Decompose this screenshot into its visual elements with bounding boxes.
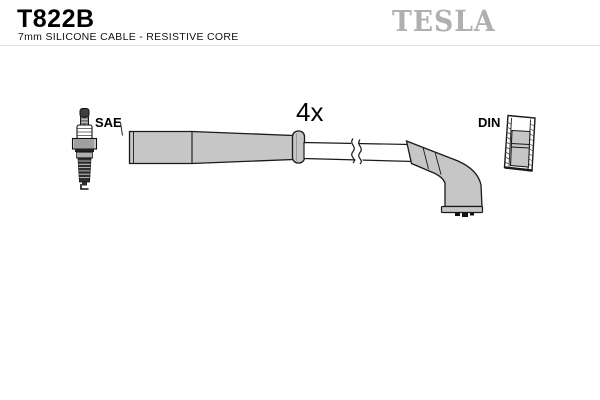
din-connector-illustration bbox=[503, 114, 536, 172]
spark-plug-illustration bbox=[71, 108, 98, 190]
header-divider bbox=[0, 45, 600, 46]
tesla-logo: TESLA bbox=[392, 4, 496, 38]
din-label: DIN bbox=[478, 115, 500, 130]
cable-illustration bbox=[303, 138, 415, 165]
product-subtitle: 7mm SILICONE CABLE - RESISTIVE CORE bbox=[18, 31, 239, 43]
quantity-label: 4x bbox=[296, 97, 323, 127]
straight-boot-illustration bbox=[120, 122, 306, 165]
sae-label: SAE bbox=[95, 115, 122, 130]
part-number: T822B bbox=[17, 5, 95, 33]
elbow-boot-illustration bbox=[405, 139, 484, 217]
